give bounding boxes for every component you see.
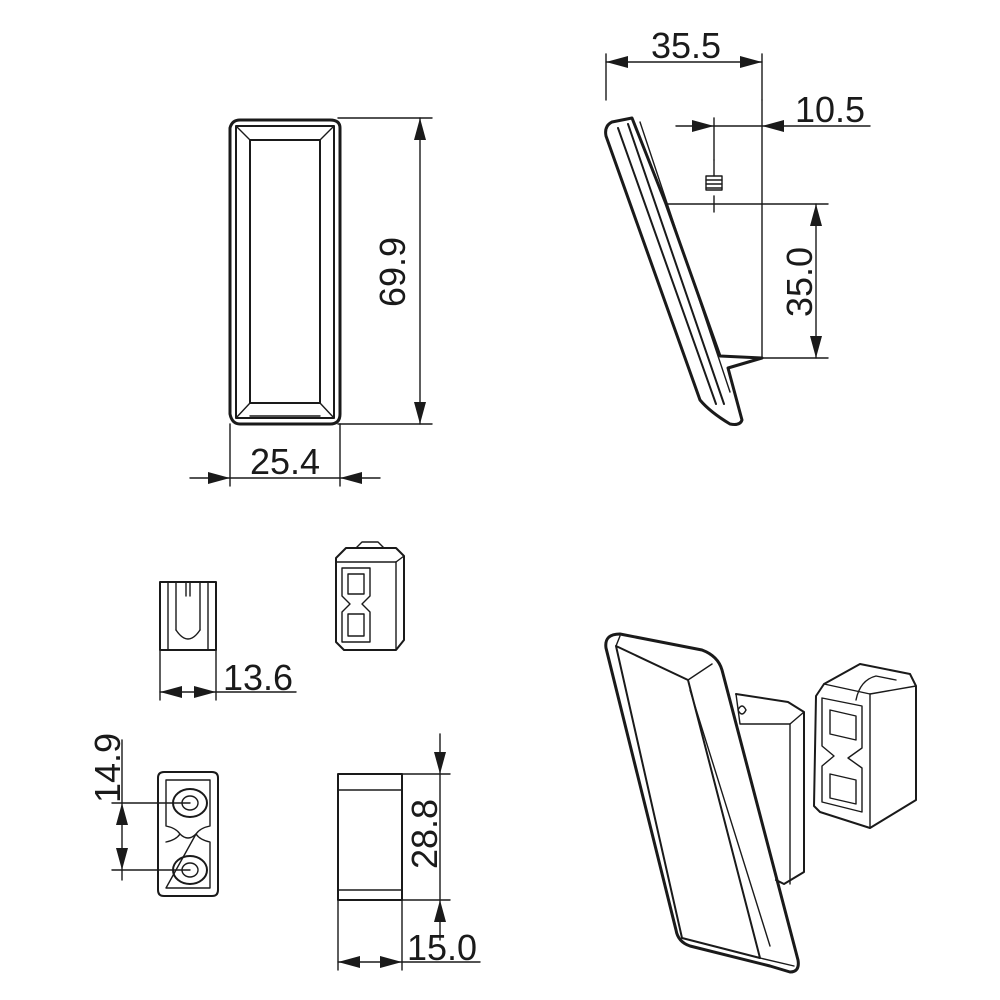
dim-front-height-label: 69.9 bbox=[372, 237, 413, 307]
dim-block-width: 15.0 bbox=[337, 899, 481, 971]
dim-front-height: 69.9 bbox=[337, 117, 433, 425]
dim-side-offset-label: 10.5 bbox=[795, 89, 865, 130]
dim-clip-width-label: 13.6 bbox=[223, 657, 293, 698]
dim-holes-spacing: 14.9 bbox=[87, 733, 191, 881]
side-view bbox=[604, 116, 764, 426]
clip-front-view bbox=[157, 771, 219, 897]
dim-side-offset: 10.5 bbox=[675, 89, 871, 359]
dim-block-height: 28.8 bbox=[401, 733, 451, 941]
dim-side-depth-label: 35.5 bbox=[651, 25, 721, 66]
dim-side-height-label: 35.0 bbox=[779, 247, 820, 317]
dim-block-height-label: 28.8 bbox=[404, 799, 445, 869]
clip-isometric-small bbox=[335, 541, 405, 651]
dim-clip-width: 13.6 bbox=[159, 649, 297, 701]
assembly-isometric bbox=[604, 632, 917, 974]
dim-block-width-label: 15.0 bbox=[407, 927, 477, 968]
dim-front-width-label: 25.4 bbox=[250, 441, 320, 482]
dim-holes-spacing-label: 14.9 bbox=[87, 733, 128, 803]
dim-side-depth: 35.5 bbox=[605, 25, 763, 101]
clip-top-view bbox=[159, 581, 217, 651]
dim-front-width: 25.4 bbox=[189, 423, 381, 487]
block-side-view bbox=[337, 773, 403, 901]
dim-side-height: 35.0 bbox=[761, 203, 829, 359]
front-view bbox=[228, 118, 342, 426]
